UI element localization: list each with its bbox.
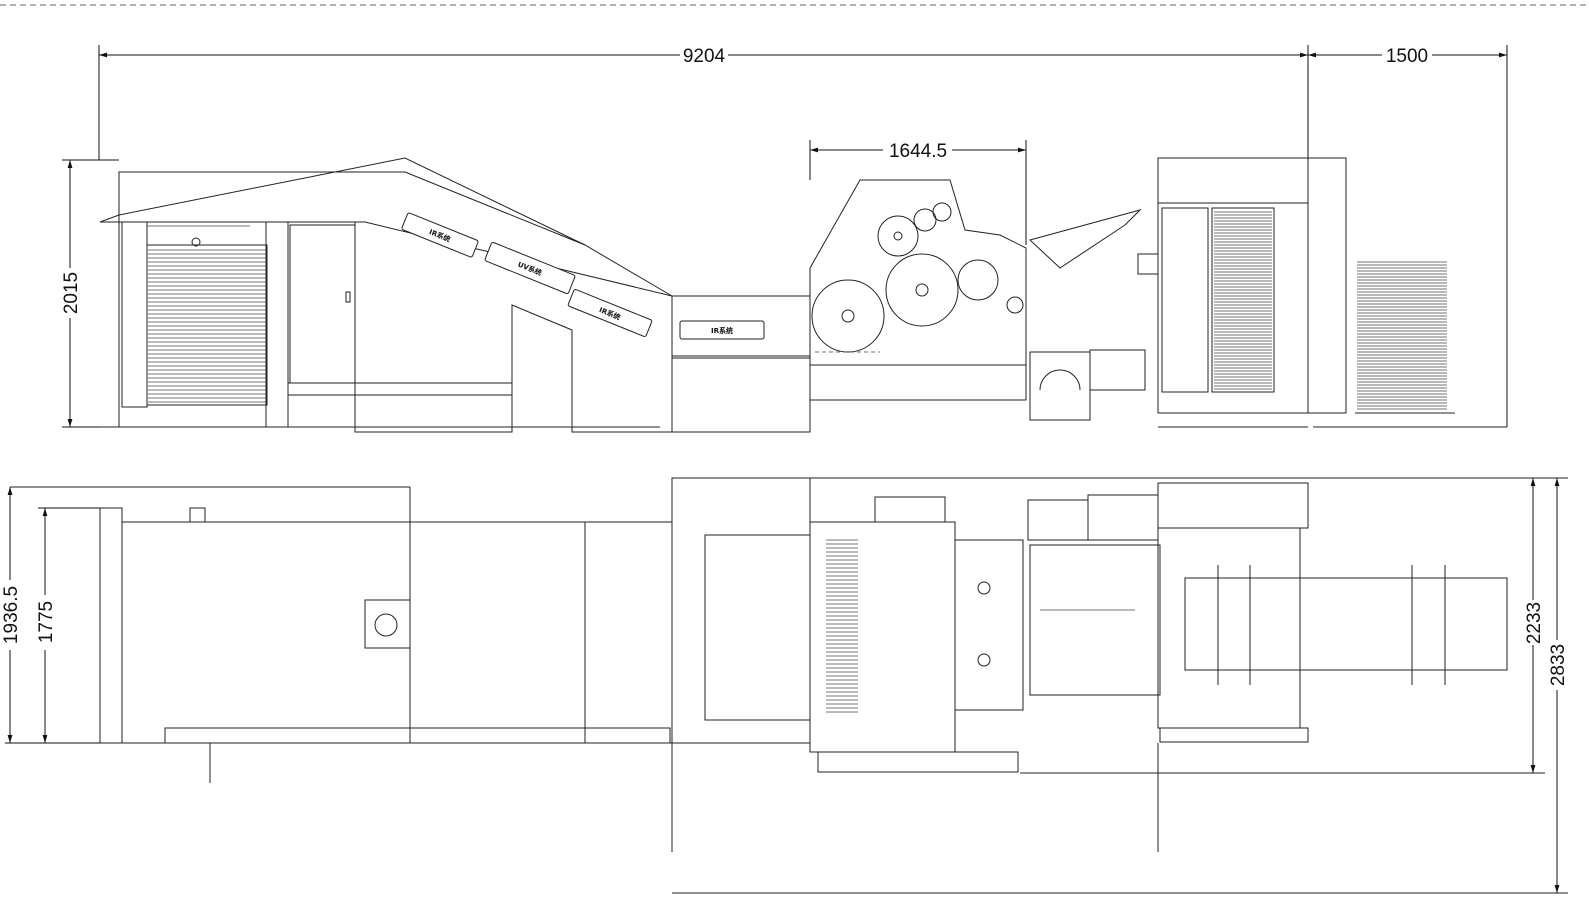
dimension-width-inner: 1775: [36, 507, 100, 743]
ir-panel-2: IR系统: [567, 289, 653, 337]
dim-1775: 1775: [36, 601, 57, 643]
dimension-overall-length: 9204: [98, 45, 1309, 160]
dimension-height: 2015: [61, 159, 119, 428]
coater-anilox-plan: [826, 539, 858, 713]
delivery-table-plan: [1184, 577, 1508, 671]
feeder-motor-plan: [364, 599, 411, 649]
ir-panel-3-label: IR系统: [711, 326, 733, 335]
plan-view: [10, 477, 1568, 894]
dimension-width-outer: 1936.5: [1, 487, 100, 744]
dim-1500: 1500: [1386, 46, 1428, 67]
dim-2233: 2233: [1524, 602, 1545, 644]
dim-1644-5: 1644.5: [889, 141, 947, 162]
dimension-stacker-length: 1500: [1308, 45, 1508, 427]
ir-unit: IR系统: [671, 295, 811, 433]
feeder-shutter: [146, 244, 268, 406]
drive-unit: [1029, 209, 1146, 421]
dimension-width-overall: 2833: [1548, 478, 1569, 893]
dim-9204: 9204: [683, 46, 726, 67]
feeder-unit: [99, 157, 673, 433]
coating-unit: [809, 179, 1027, 432]
side-view: IR系统 UV系统 IR系统 IR系统: [99, 157, 1507, 433]
uv-panel: UV系统: [484, 241, 576, 295]
dimension-width-main: 2233: [1524, 478, 1545, 773]
feeder-plan-side: [99, 507, 123, 744]
stacker-slats: [1214, 211, 1272, 390]
dim-1936-5: 1936.5: [1, 586, 22, 644]
dimension-coater-width: 1644.5: [809, 140, 1027, 245]
dim-2015: 2015: [61, 272, 82, 314]
dim-2833: 2833: [1548, 644, 1569, 686]
stacker-unit: [1137, 157, 1507, 428]
paper-pile: [1357, 261, 1447, 410]
ir-panel-1: IR系统: [401, 212, 479, 258]
